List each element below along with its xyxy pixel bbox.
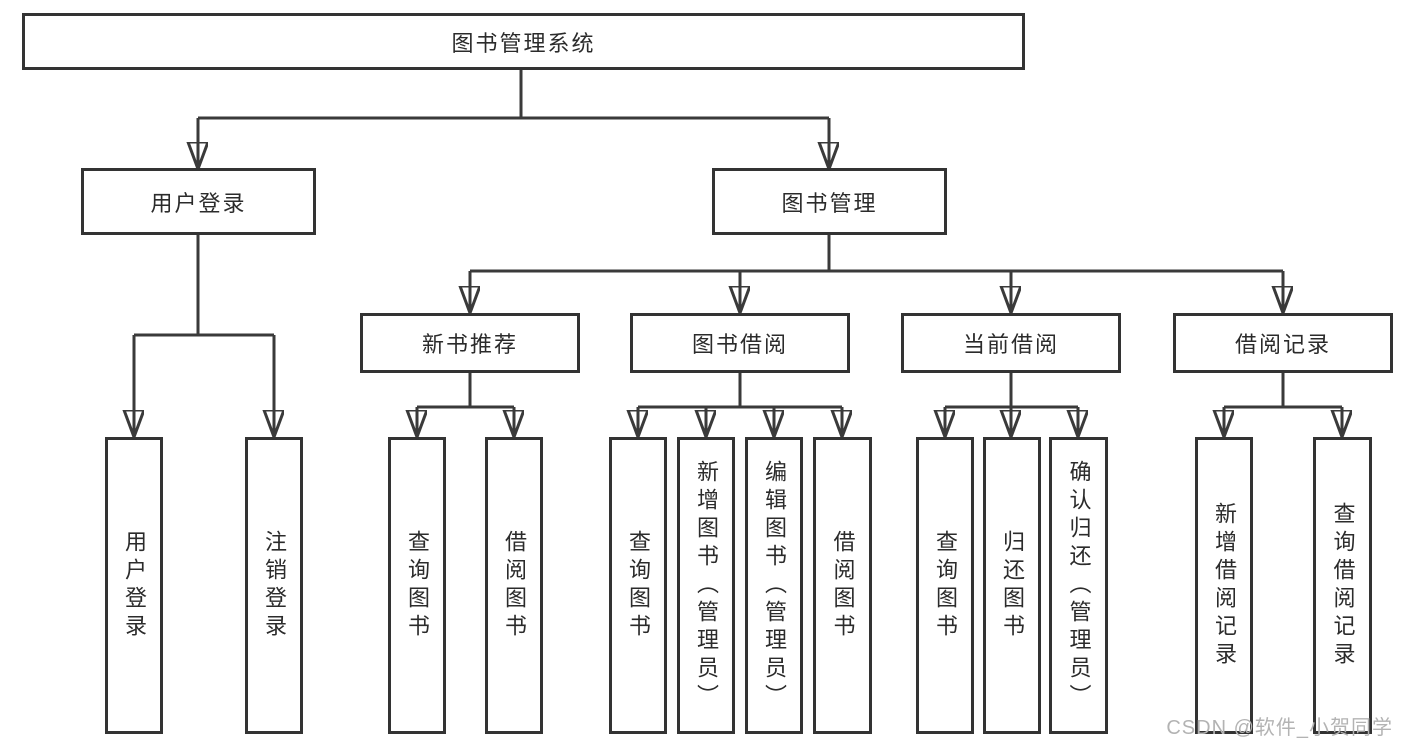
leaf-newbooks-query-label: 查询图书 <box>405 529 430 642</box>
leaf-records-add-label: 新增借阅记录 <box>1212 501 1237 670</box>
node-book-mgmt: 图书管理 <box>712 168 947 235</box>
node-new-books: 新书推荐 <box>360 313 580 373</box>
leaf-current-query: 查询图书 <box>916 437 974 734</box>
node-current-borrow-label: 当前借阅 <box>962 332 1059 357</box>
connector-user-login <box>134 235 274 437</box>
leaf-newbooks-borrow-label: 借阅图书 <box>502 529 527 642</box>
node-user-login-label: 用户登录 <box>150 190 247 216</box>
node-root: 图书管理系统 <box>22 13 1025 70</box>
leaf-user-login: 用户登录 <box>105 437 163 734</box>
leaf-borrow-add-admin: 新增图书（管理员） <box>677 437 735 734</box>
connector-book-mgmt <box>470 235 1283 313</box>
node-user-login: 用户登录 <box>81 168 316 235</box>
leaf-logout: 注销登录 <box>245 437 303 734</box>
leaf-logout-label: 注销登录 <box>262 529 287 642</box>
node-current-borrow: 当前借阅 <box>901 313 1121 373</box>
leaf-records-add: 新增借阅记录 <box>1195 437 1253 734</box>
leaf-borrow-borrow-label: 借阅图书 <box>830 529 856 642</box>
connector-root <box>198 70 829 169</box>
node-book-borrow: 图书借阅 <box>630 313 850 373</box>
node-root-label: 图书管理系统 <box>451 30 596 56</box>
leaf-current-confirm-admin-label: 确认归还（管理员） <box>1066 459 1092 712</box>
leaf-newbooks-query: 查询图书 <box>388 437 446 734</box>
leaf-current-return-label: 归还图书 <box>1000 529 1025 642</box>
leaf-borrow-edit-admin: 编辑图书（管理员） <box>745 437 803 734</box>
leaf-current-query-label: 查询图书 <box>933 529 958 642</box>
leaf-borrow-query-label: 查询图书 <box>626 529 651 642</box>
leaf-records-query-label: 查询借阅记录 <box>1330 501 1356 670</box>
node-book-borrow-label: 图书借阅 <box>691 332 788 357</box>
node-book-mgmt-label: 图书管理 <box>781 190 878 216</box>
leaf-borrow-query: 查询图书 <box>609 437 667 734</box>
leaf-borrow-borrow: 借阅图书 <box>813 437 872 734</box>
watermark-text: CSDN @软件_小贺同学 <box>1166 717 1393 739</box>
node-new-books-label: 新书推荐 <box>421 332 518 357</box>
node-borrow-records-label: 借阅记录 <box>1234 332 1331 357</box>
leaf-current-return: 归还图书 <box>983 437 1041 734</box>
leaf-user-login-label: 用户登录 <box>122 529 147 642</box>
connector-borrow-records <box>1224 373 1342 437</box>
leaf-borrow-edit-admin-label: 编辑图书（管理员） <box>762 459 787 712</box>
node-borrow-records: 借阅记录 <box>1173 313 1393 373</box>
connector-book-borrow <box>638 373 842 437</box>
connector-new-books <box>417 373 514 437</box>
connector-current-borrow <box>945 373 1078 437</box>
leaf-borrow-add-admin-label: 新增图书（管理员） <box>694 459 719 712</box>
leaf-current-confirm-admin: 确认归还（管理员） <box>1049 437 1108 734</box>
leaf-newbooks-borrow: 借阅图书 <box>485 437 543 734</box>
leaf-records-query: 查询借阅记录 <box>1313 437 1372 734</box>
